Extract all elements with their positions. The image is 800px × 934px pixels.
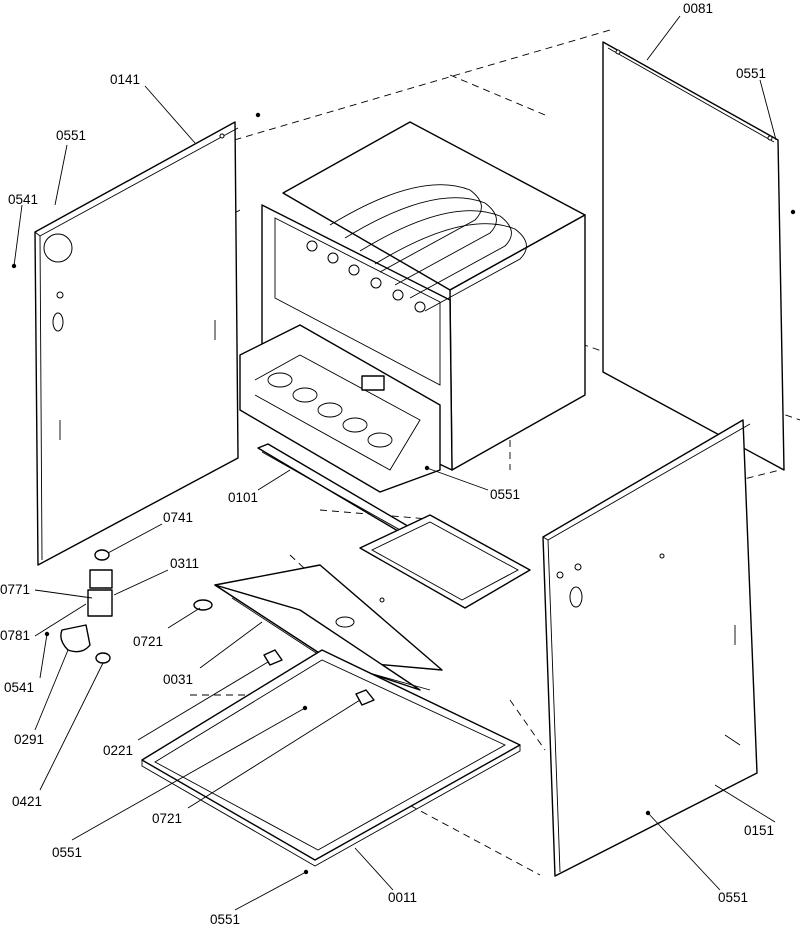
hardware-parts (11, 112, 796, 875)
label-0781: 0781 (0, 628, 30, 643)
label-0311: 0311 (170, 556, 199, 571)
left-side-panel (34, 121, 239, 566)
label-0151: 0151 (744, 823, 774, 838)
label-0541-top-left: 0541 (8, 192, 38, 207)
label-0551-bottom-left: 0551 (52, 845, 82, 860)
label-0771: 0771 (0, 582, 30, 597)
leader-lines (13, 15, 777, 911)
label-0721-lower: 0721 (152, 811, 182, 826)
heat-exchanger-assembly (261, 121, 586, 471)
back-panel (602, 41, 785, 471)
label-0551-top-right: 0551 (736, 66, 766, 81)
label-0541-bottom-left: 0541 (4, 680, 34, 695)
label-0551-bottom: 0551 (210, 912, 240, 927)
label-0421: 0421 (12, 794, 42, 809)
label-0551-middle: 0551 (490, 487, 520, 502)
label-0551-top-left: 0551 (56, 128, 86, 143)
label-0081: 0081 (683, 1, 713, 16)
label-0031: 0031 (163, 672, 193, 687)
label-0221: 0221 (103, 743, 133, 758)
burner-assembly (239, 324, 441, 493)
right-side-panel (542, 419, 758, 877)
label-0291: 0291 (14, 732, 44, 747)
label-0741: 0741 (163, 510, 193, 525)
label-0141: 0141 (110, 72, 140, 87)
callout-labels: 0081 0551 0141 0551 0541 0101 0551 0741 … (0, 1, 774, 927)
opening-frame (359, 514, 531, 609)
label-0721-upper: 0721 (133, 634, 163, 649)
bottom-panel (141, 649, 521, 867)
label-0551-bottom-right: 0551 (718, 890, 748, 905)
label-0011: 0011 (388, 890, 417, 905)
label-0101: 0101 (228, 490, 258, 505)
